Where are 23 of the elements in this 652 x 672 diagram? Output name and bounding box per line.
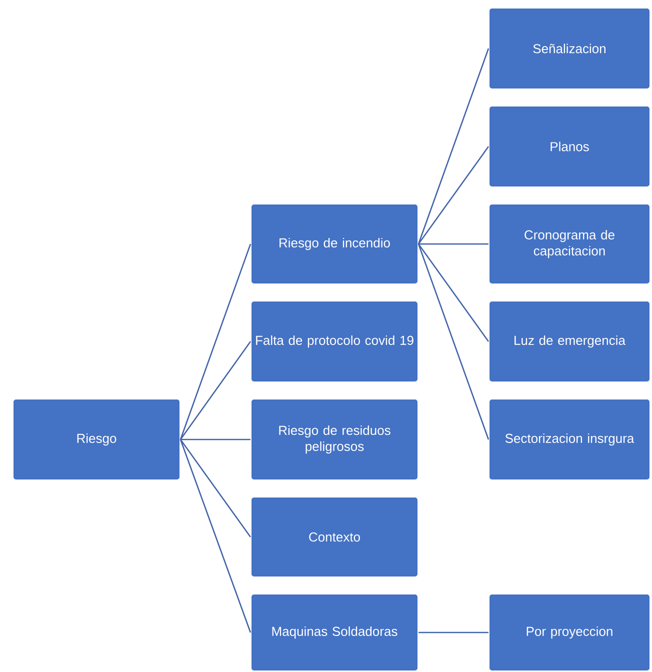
connector-line (180, 439, 252, 538)
process-box: Contexto (250, 496, 418, 578)
connector-line (418, 146, 490, 244)
process-box: Por proyeccion (488, 594, 650, 672)
connector-line (180, 341, 252, 440)
process-box: Luz de emergencia (488, 300, 650, 382)
process-box: Planos (488, 106, 650, 188)
connector-line (180, 438, 250, 440)
process-box: Falta de protocolo covid 19 (250, 300, 418, 382)
connector-line (180, 244, 252, 440)
connector-line (418, 48, 490, 244)
process-box: Riesgo (12, 398, 180, 480)
connector-line (418, 244, 490, 440)
process-box: Riesgo de incendio (250, 204, 418, 284)
process-box: Maquinas Soldadoras (250, 594, 418, 672)
connector-line (418, 632, 488, 634)
connector-line (180, 439, 252, 633)
process-box: Riesgo de residuos peligrosos (250, 398, 418, 480)
process-box: Sectorizacion insrgura (488, 398, 650, 480)
connector-line (418, 244, 490, 342)
process-box: Señalizacion (488, 8, 650, 90)
connector-line (418, 243, 488, 245)
process-box: Cronograma de capacitacion (488, 204, 650, 284)
